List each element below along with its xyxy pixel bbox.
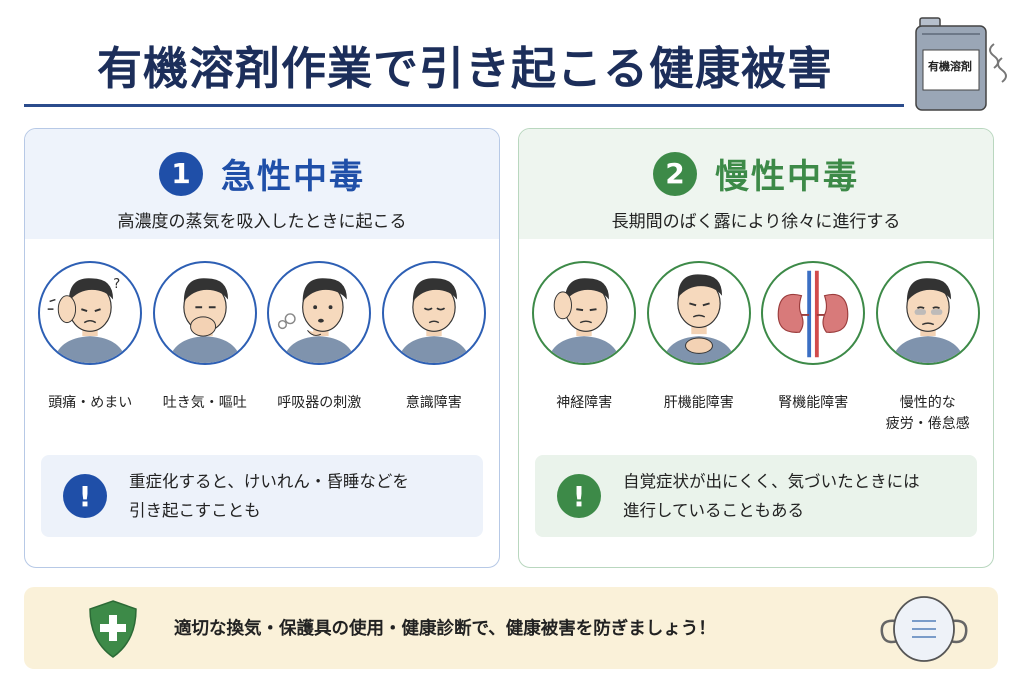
symptom-consciousness: 意識障害 xyxy=(379,261,489,414)
symptom-headache: ? 頭痛・めまい xyxy=(35,261,145,414)
page-title: 有機溶剤作業で引き起こる健康被害 xyxy=(96,42,833,95)
headache-icon: ? xyxy=(47,277,127,363)
chronic-note-line2: 進行していることもある xyxy=(623,501,805,520)
symptom-label: 意識障害 xyxy=(405,395,462,411)
symptom-fatigue: 慢性的な 疲労・倦怠感 xyxy=(873,261,983,435)
acute-poisoning-panel: 1 急性中毒 高濃度の蒸気を吸入したときに起こる ? 頭痛・めま xyxy=(24,128,500,568)
symptom-respiratory: 呼吸器の刺激 xyxy=(264,261,374,414)
dizzy-face-icon xyxy=(397,278,471,363)
acute-warning-note: ! 重症化すると、けいれん・昏睡などを 引き起こすことも xyxy=(41,455,483,537)
exclamation-icon: ! xyxy=(63,474,107,518)
acute-note-line1: 重症化すると、けいれん・昏睡などを xyxy=(129,472,409,491)
symptom-liver: 肝機能障害 xyxy=(644,261,754,435)
chronic-number-badge: 2 xyxy=(653,151,697,196)
chronic-poisoning-panel: 2 慢性中毒 長期間のばく露により徐々に進行する 神経障害 xyxy=(518,128,994,568)
symptom-label: 腎機能障害 xyxy=(778,395,849,411)
solvent-can-label: 有機溶剤 xyxy=(928,60,972,73)
shield-plus-icon xyxy=(89,600,137,658)
face-mask-icon xyxy=(880,596,968,662)
solvent-can-icon xyxy=(915,17,1007,111)
acute-panel-subtitle: 高濃度の蒸気を吸入したときに起こる xyxy=(117,212,407,232)
symptom-label-line1: 慢性的な xyxy=(899,395,956,411)
symptom-nerve: 神経障害 xyxy=(529,261,639,435)
chronic-panel-subtitle: 長期間のばく露により徐々に進行する xyxy=(611,212,901,232)
symptom-label: 呼吸器の刺激 xyxy=(277,395,362,411)
chronic-panel-title: 慢性中毒 xyxy=(715,157,859,197)
prevention-footer: 適切な換気・保護具の使用・健康診断で、健康被害を防ぎましょう！ xyxy=(24,587,998,669)
symptom-label: 吐き気・嘔吐 xyxy=(162,395,247,411)
exclamation-icon: ! xyxy=(557,474,601,518)
chronic-note-line1: 自覚症状が出にくく、気づいたときには xyxy=(623,472,920,491)
symptom-label: 神経障害 xyxy=(556,395,613,411)
acute-panel-header: 1 急性中毒 高濃度の蒸気を吸入したときに起こる xyxy=(25,129,499,239)
acute-number-badge: 1 xyxy=(159,151,203,196)
fatigue-icon xyxy=(891,278,965,363)
symptom-label: 慢性的な 疲労・倦怠感 xyxy=(873,393,983,435)
symptom-nausea: 吐き気・嘔吐 xyxy=(150,261,260,414)
title-underline xyxy=(24,104,904,107)
kidney-icon xyxy=(777,270,849,358)
symptom-kidney: 腎機能障害 xyxy=(758,261,868,435)
chronic-warning-note: ! 自覚症状が出にくく、気づいたときには 進行していることもある xyxy=(535,455,977,537)
nausea-icon xyxy=(168,278,242,363)
acute-panel-title: 急性中毒 xyxy=(221,157,365,197)
chronic-panel-header: 2 慢性中毒 長期間のばく露により徐々に進行する xyxy=(519,129,993,239)
svg-text:?: ? xyxy=(113,277,120,292)
symptom-label: 頭痛・めまい xyxy=(48,395,133,411)
cough-icon xyxy=(278,278,356,363)
symptom-label: 肝機能障害 xyxy=(663,395,734,411)
nerve-icon xyxy=(547,278,621,363)
footer-message: 適切な換気・保護具の使用・健康診断で、健康被害を防ぎましょう！ xyxy=(174,619,716,639)
liver-icon xyxy=(662,274,736,363)
acute-note-line2: 引き起こすことも xyxy=(129,501,261,520)
symptom-label-line2: 疲労・倦怠感 xyxy=(885,416,970,432)
